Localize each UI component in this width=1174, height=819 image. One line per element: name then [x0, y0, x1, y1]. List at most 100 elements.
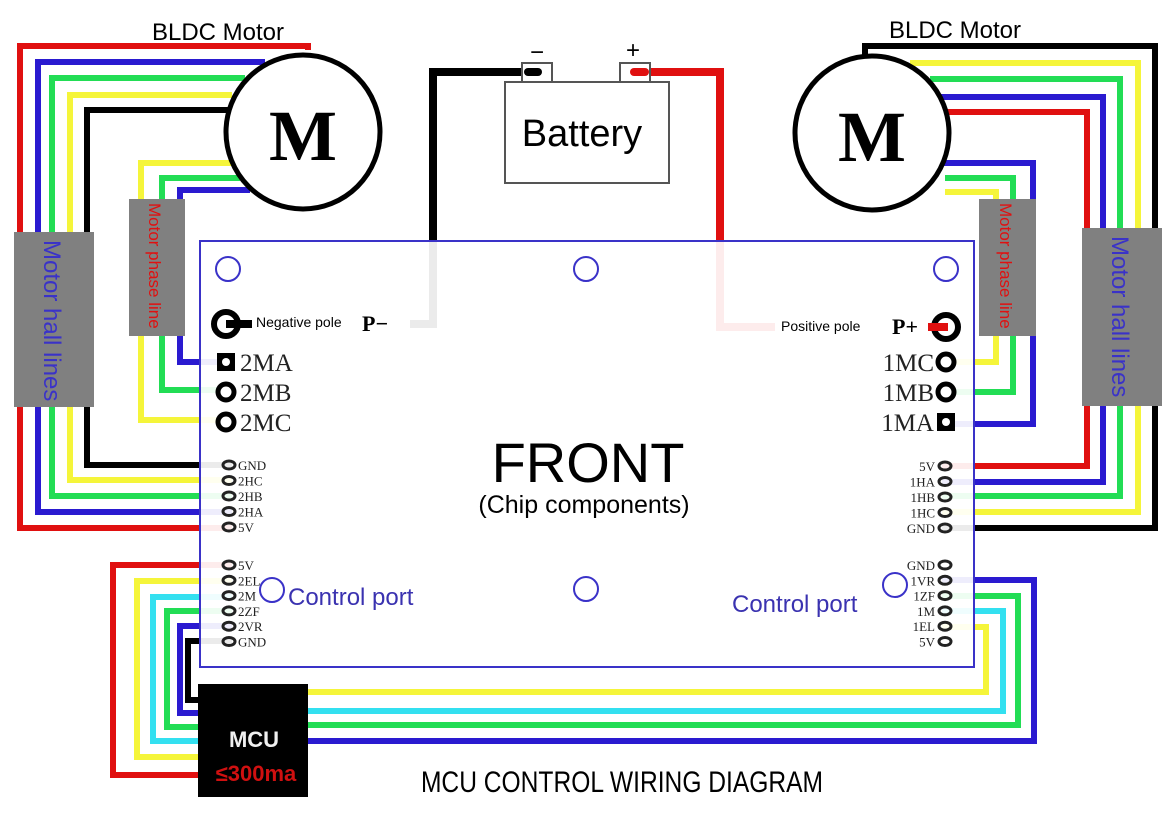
pin-pad-icon — [937, 507, 953, 518]
header-pin-label: 2HA — [238, 505, 264, 520]
header-pin-label: GND — [907, 558, 935, 573]
right-control-port-label: Control port — [732, 591, 858, 618]
mcu-body — [198, 684, 308, 797]
right-motor-body — [792, 53, 952, 213]
phase-pin-label: 2MB — [240, 380, 291, 407]
right-hall-wire-gnd — [862, 43, 1158, 531]
header-pin-1hb[interactable]: 1HB — [910, 490, 953, 505]
left-motor-body — [223, 52, 383, 212]
header-pin-label: 1HC — [910, 506, 935, 521]
pin-pad-icon — [937, 636, 953, 647]
right-phase-label-box: Motor phase line — [979, 199, 1036, 336]
pad-hole-icon — [222, 358, 230, 366]
round-pad-icon — [215, 411, 237, 433]
battery-body — [504, 81, 670, 184]
left-ctrl-wire-5v — [110, 562, 232, 778]
mcu: MCU ≤300ma — [198, 684, 308, 797]
phase-pin-2mc[interactable]: 2MC — [215, 410, 291, 437]
header-pin-label: 2HC — [238, 474, 263, 489]
left-phase-label: Motor phase line — [145, 203, 164, 329]
header-pin-label: GND — [238, 635, 266, 650]
mcu-label: MCU — [229, 727, 279, 752]
header-pin-gnd[interactable]: GND — [221, 458, 266, 473]
header-pin-1zf[interactable]: 1ZF — [913, 589, 953, 604]
phase-pin-1mc[interactable]: 1MC — [883, 350, 957, 377]
header-pin-1vr[interactable]: 1VR — [910, 573, 953, 588]
phase-pin-1ma[interactable]: 1MA — [881, 410, 955, 437]
phase-pin-2ma[interactable]: 2MA — [217, 350, 293, 377]
right-phase-pin-group: 1MC 1MB 1MA — [881, 350, 957, 437]
board-subtitle: (Chip components) — [478, 491, 689, 519]
header-pin-gnd[interactable]: GND — [221, 635, 266, 650]
battery-label: Battery — [522, 113, 642, 155]
controller-board: FRONT (Chip components) Negative pole P−… — [199, 240, 975, 668]
pin-pad-icon — [221, 574, 237, 586]
pin-pad-icon — [221, 521, 237, 533]
header-pin-label: 1HA — [910, 475, 936, 490]
header-pin-5v[interactable]: 5V — [919, 459, 953, 474]
mounting-hole — [882, 572, 908, 598]
pin-pad-icon — [937, 476, 953, 487]
pin-pad-icon — [221, 490, 237, 502]
phase-pin-label: 2MA — [240, 350, 293, 377]
header-pin-5v[interactable]: 5V — [221, 558, 255, 573]
pad-hole-icon — [942, 418, 950, 426]
right-motor-label: BLDC Motor — [889, 17, 1021, 44]
mounting-hole — [215, 256, 241, 282]
header-pin-5v[interactable]: 5V — [221, 520, 255, 535]
header-pin-1m[interactable]: 1M — [917, 604, 953, 619]
header-pin-label: 2ZF — [238, 604, 260, 619]
left-hall-label-box: Motor hall lines — [14, 232, 94, 407]
phase-pin-label: 1MB — [883, 380, 934, 407]
header-pin-2vr[interactable]: 2VR — [221, 619, 263, 634]
left-motor-label: BLDC Motor — [152, 19, 284, 46]
header-pin-label: GND — [907, 521, 935, 536]
pin-pad-icon — [221, 620, 237, 632]
right-ctrl-wire-1vr — [308, 577, 1037, 744]
left-ctrl-wire-2m — [150, 594, 232, 744]
header-pin-2zf[interactable]: 2ZF — [221, 604, 260, 619]
header-pin-label: 5V — [919, 459, 936, 474]
header-pin-gnd[interactable]: GND — [907, 558, 953, 573]
positive-pole-pin: P+ — [892, 314, 918, 339]
header-pin-2ha[interactable]: 2HA — [221, 505, 264, 520]
mounting-hole — [573, 256, 599, 282]
header-pin-1el[interactable]: 1EL — [913, 619, 953, 634]
phase-pin-2mb[interactable]: 2MB — [215, 380, 291, 407]
phase-pin-label: 1MA — [881, 410, 934, 437]
right-motor: BLDC Motor M — [792, 17, 1021, 213]
battery-positive-symbol: + — [626, 37, 640, 64]
pin-pad-icon — [221, 636, 237, 647]
battery-negative-symbol: − — [530, 39, 544, 66]
left-phase-pin-group: 2MA 2MB 2MC — [215, 350, 293, 437]
header-pin-label: 2VR — [238, 619, 263, 634]
header-pin-2hc[interactable]: 2HC — [221, 474, 263, 489]
pin-pad-icon — [221, 475, 237, 486]
right-motor-symbol: M — [838, 97, 906, 177]
right-hall-label-box: Motor hall lines — [1082, 228, 1162, 406]
header-pin-gnd[interactable]: GND — [907, 521, 953, 536]
header-pin-5v[interactable]: 5V — [919, 635, 953, 650]
header-pin-2m[interactable]: 2M — [221, 589, 257, 604]
pin-pad-icon — [937, 620, 953, 632]
header-pin-2el[interactable]: 2EL — [221, 573, 260, 588]
pin-pad-icon — [937, 491, 953, 503]
left-control-port-label: Control port — [288, 584, 414, 611]
phase-pin-1mb[interactable]: 1MB — [883, 380, 957, 407]
board-outline — [199, 240, 975, 668]
mcu-current-limit: ≤300ma — [216, 761, 297, 786]
pin-pad-icon — [937, 605, 953, 617]
header-pin-1hc[interactable]: 1HC — [910, 506, 953, 521]
mounting-hole — [933, 256, 959, 282]
header-pin-label: 5V — [238, 558, 255, 573]
round-pad-icon — [935, 381, 957, 403]
header-pin-1ha[interactable]: 1HA — [910, 475, 953, 490]
negative-pole-pin: P− — [362, 311, 388, 336]
phase-pin-label: 1MC — [883, 350, 934, 377]
round-pad-icon — [215, 381, 237, 403]
header-pin-label: 2HB — [238, 489, 263, 504]
header-pin-2hb[interactable]: 2HB — [221, 489, 263, 504]
negative-pole-desc: Negative pole — [256, 314, 342, 330]
